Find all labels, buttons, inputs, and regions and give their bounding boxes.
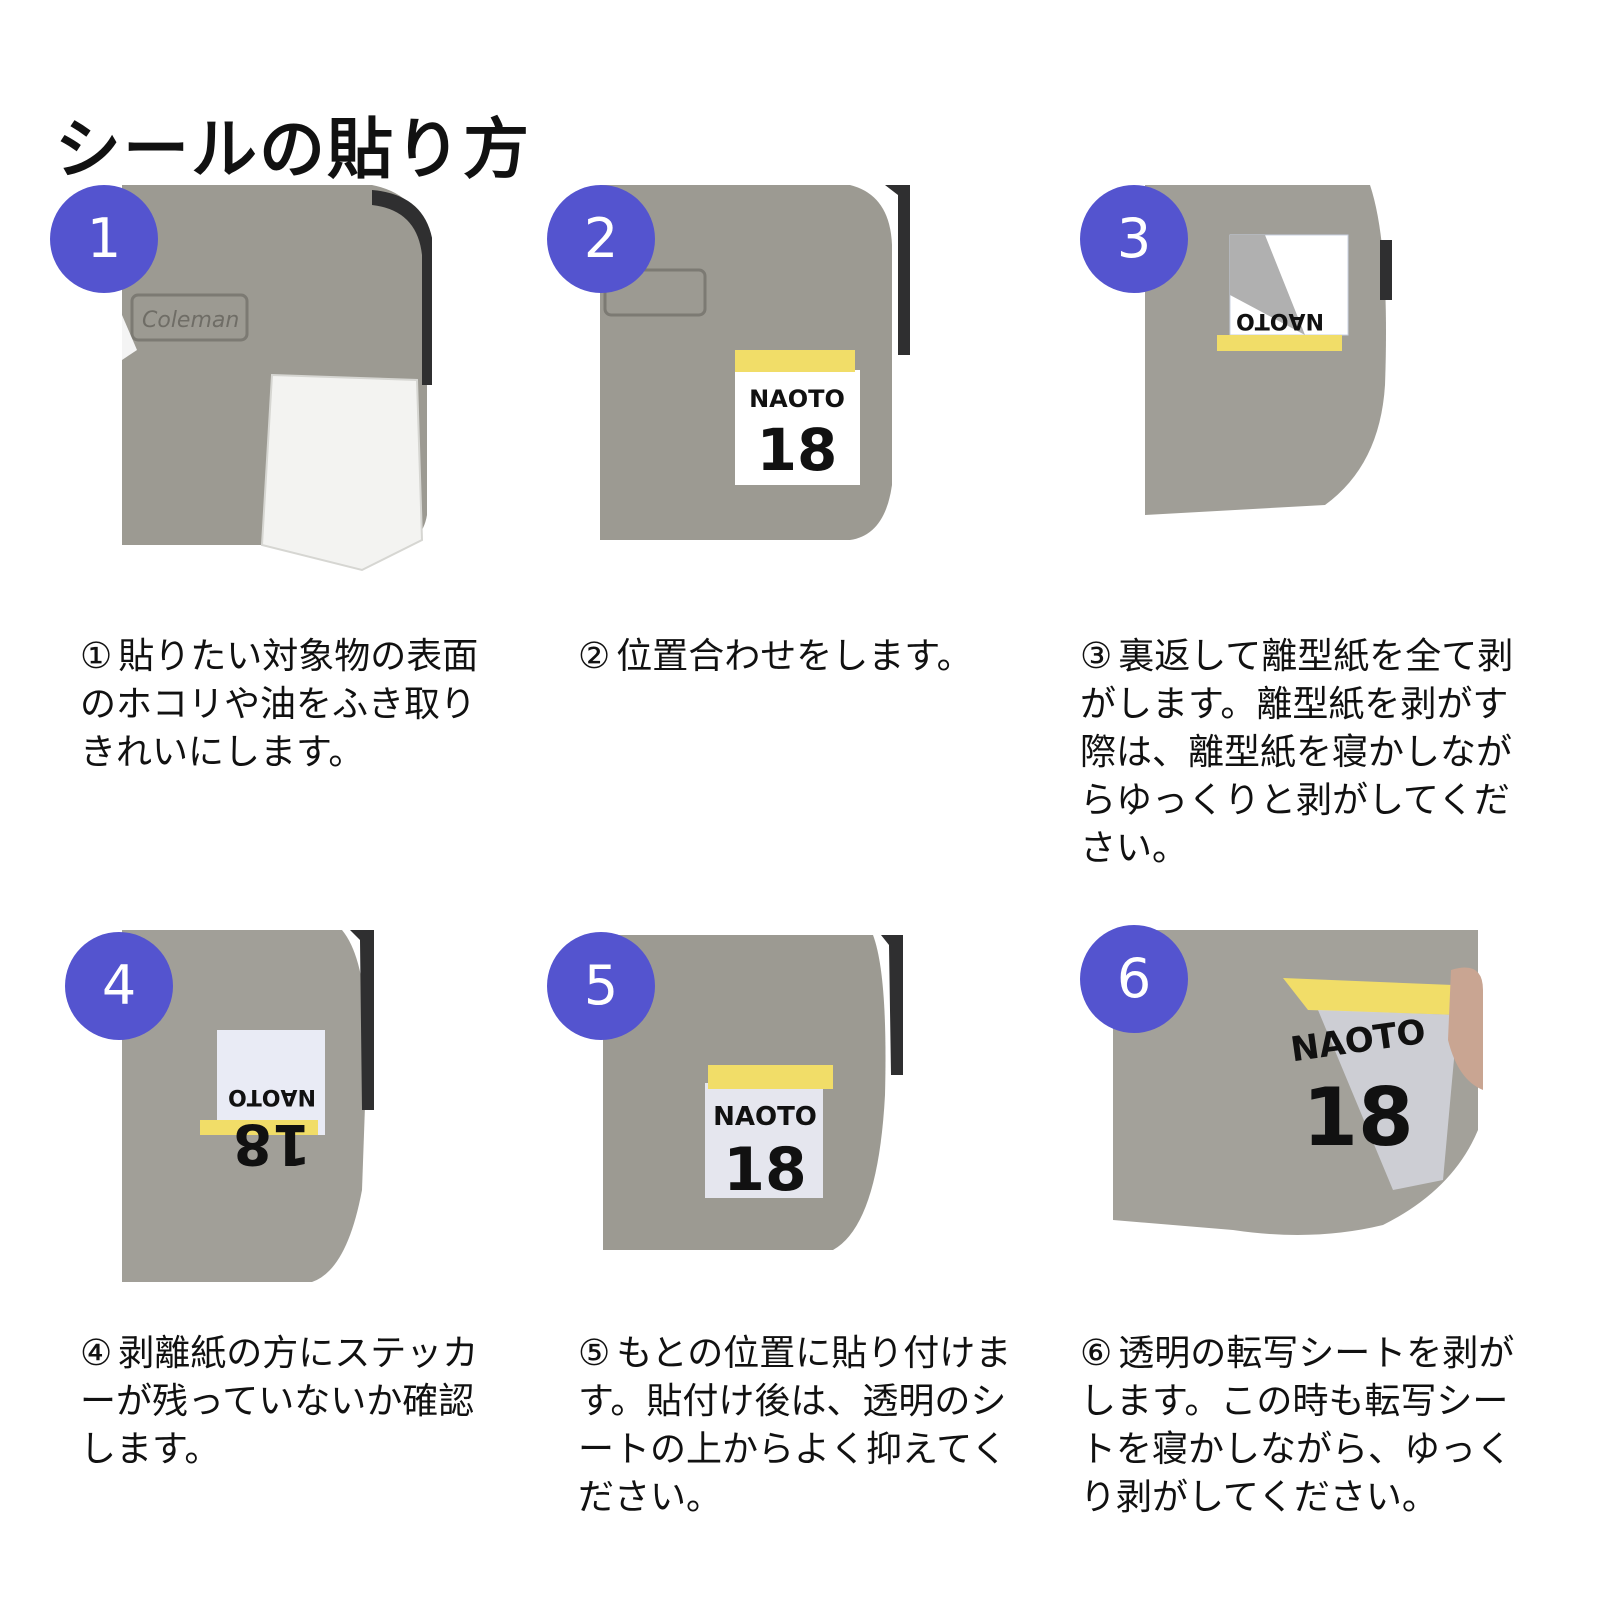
transfer-sheet — [705, 1083, 823, 1198]
step-3-photo: NAOTO — [1145, 185, 1405, 525]
cooler-handle — [881, 935, 903, 1075]
page-title: シールの貼り方 — [55, 111, 531, 189]
cooler-handle — [885, 185, 910, 355]
brand-plate — [130, 293, 249, 342]
brand-logo: Coleman — [142, 308, 239, 333]
step-2-badge: 2 — [547, 185, 655, 293]
step-1-text: 貼りたい対象物の表面のホコリや油をふき取りきれいにします。 — [80, 636, 479, 773]
step-2-marker: ② — [578, 636, 611, 677]
hand — [1448, 967, 1483, 1090]
cooler-handle — [372, 190, 432, 385]
sticker-number: 18 — [1302, 1071, 1413, 1164]
step-1-photo: Coleman — [122, 185, 432, 575]
cooler-handle — [1380, 240, 1392, 300]
step-1-badge: 1 — [50, 185, 158, 293]
sticker-number: 18 — [723, 1135, 807, 1205]
step-5-text: もとの位置に貼り付けます。貼付け後は、透明のシートの上からよく抑えてください。 — [578, 1333, 1012, 1518]
sticker-name: NAOTO — [749, 385, 845, 413]
step-5-photo: NAOTO 18 — [603, 935, 908, 1260]
step-6-badge: 6 — [1080, 925, 1188, 1033]
step-5-badge: 5 — [547, 932, 655, 1040]
sticker-name: NAOTO — [713, 1102, 817, 1132]
sticker-sheet — [735, 370, 860, 485]
step-4-text: 剥離紙の方にステッカーが残っていないか確認します。 — [80, 1333, 479, 1470]
step-3-marker: ③ — [1080, 636, 1113, 677]
step-1-marker: ① — [80, 636, 113, 677]
masking-tape — [735, 350, 855, 372]
sticker-number-reversed: 18 — [233, 1111, 311, 1176]
masking-tape — [708, 1065, 833, 1089]
masking-tape — [1217, 335, 1342, 351]
cleaning-cloth — [260, 373, 424, 572]
step-6-marker: ⑥ — [1080, 1333, 1113, 1374]
cooler-handle — [350, 930, 374, 1110]
step-4-marker: ④ — [80, 1333, 113, 1374]
sticker-name-reversed: NAOTO — [228, 1084, 316, 1109]
release-paper — [217, 1030, 325, 1135]
peeled-corner — [1230, 235, 1305, 335]
masking-tape — [200, 1120, 318, 1135]
step-2-photo: NAOTO 18 — [600, 185, 910, 545]
transfer-sheet — [1318, 1010, 1458, 1190]
step-3-badge: 3 — [1080, 185, 1188, 293]
step-6-text: 透明の転写シートを剥がします。この時も転写シートを寝かしながら、ゆっくり剥がして… — [1080, 1333, 1515, 1518]
step-5-marker: ⑤ — [578, 1333, 611, 1374]
step-4-photo: 18 NAOTO — [122, 930, 382, 1285]
step-3-text: 裏返して離型紙を全て剥がします。離型紙を剥がす際は、離型紙を寝かしながらゆっくり… — [1080, 636, 1514, 869]
step-4-badge: 4 — [65, 932, 173, 1040]
step-2-text: 位置合わせをします。 — [616, 636, 973, 677]
sticker-number: 18 — [757, 416, 838, 484]
step-6-photo: NAOTO 18 — [1113, 930, 1483, 1245]
masking-tape — [1283, 978, 1458, 1015]
sticker-name-reversed: NAOTO — [1236, 308, 1324, 333]
